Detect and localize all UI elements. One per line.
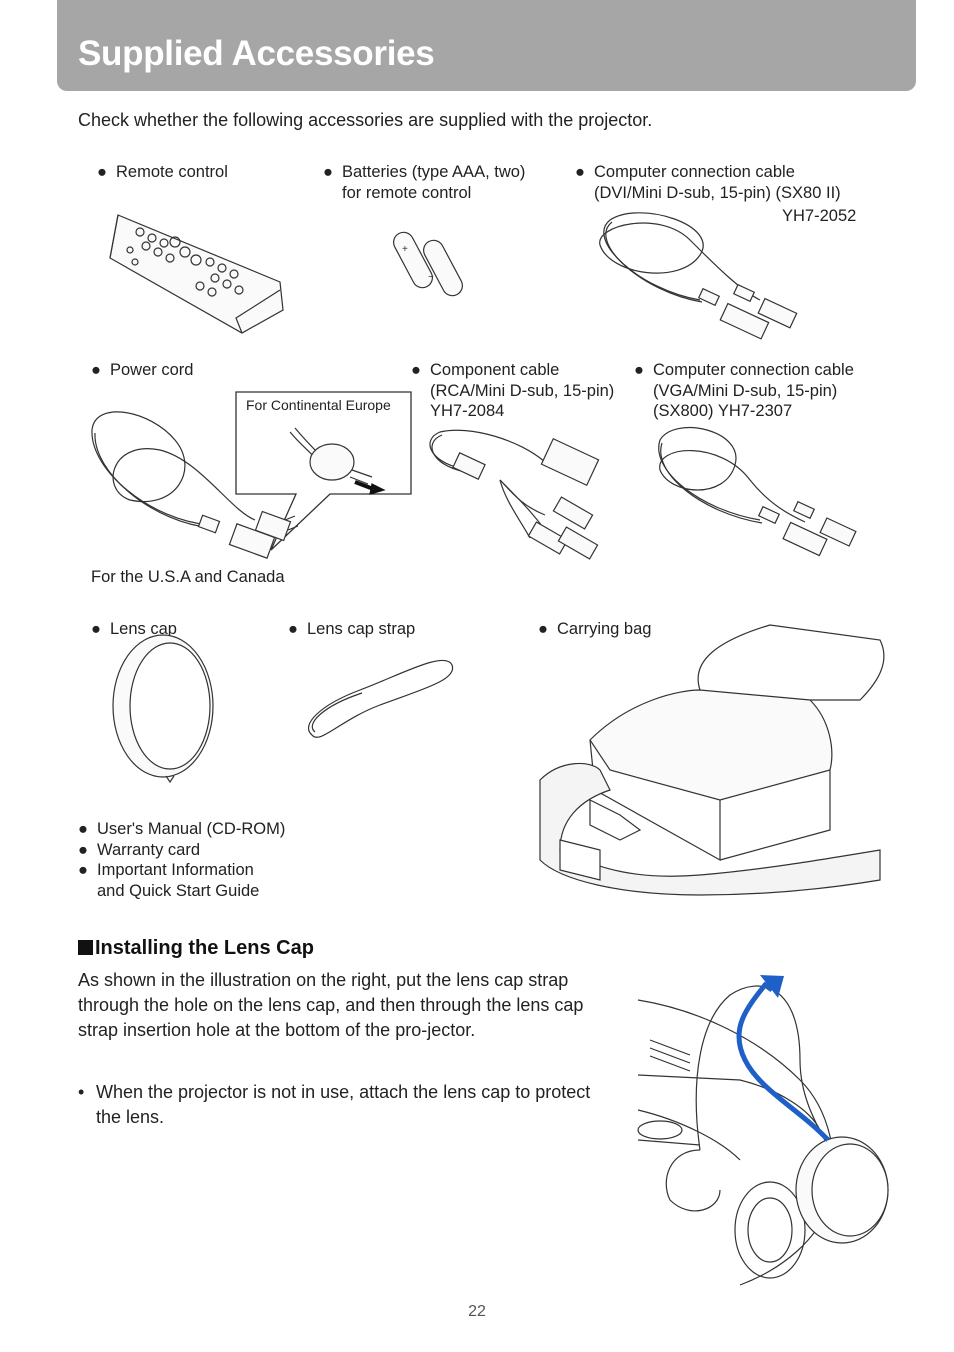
strap-direction-arrow bbox=[736, 981, 830, 1142]
doc-label: Important Information and Quick Start Gu… bbox=[97, 861, 260, 900]
doc-label: User's Manual (CD-ROM) bbox=[97, 820, 286, 838]
svg-text:−: − bbox=[428, 272, 434, 283]
bullet: ● bbox=[91, 361, 101, 379]
lens-cap-illustration bbox=[112, 634, 214, 784]
item-lens-cap: ● Lens cap bbox=[91, 619, 291, 640]
note-text: When the projector is not in use, attach… bbox=[96, 1082, 591, 1127]
section-title: Installing the Lens Cap bbox=[95, 937, 314, 959]
section-paragraph: As shown in the illustration on the righ… bbox=[78, 970, 584, 1040]
item-remote-label: Remote control bbox=[116, 163, 228, 181]
doc-label: Warranty card bbox=[97, 841, 200, 859]
bullet: ● bbox=[323, 163, 333, 181]
dvi-cable-illustration bbox=[599, 212, 798, 340]
remote-control-illustration bbox=[109, 214, 284, 334]
page-header: Supplied Accessories bbox=[57, 0, 916, 91]
item-dvi-cable: ● Computer connection cable (DVI/Mini D-… bbox=[575, 162, 895, 203]
item-vga-cable: ● Computer connection cable (VGA/Mini D-… bbox=[634, 360, 904, 422]
page-number: 22 bbox=[468, 1303, 486, 1320]
bullet: ● bbox=[411, 361, 421, 379]
batteries-illustration: + − bbox=[393, 231, 463, 297]
item-lens-cap-label: Lens cap bbox=[110, 620, 177, 638]
lens-cap-installation-illustration bbox=[637, 985, 889, 1286]
vga-cable-illustration bbox=[658, 426, 857, 557]
item-remote-control: ● Remote control bbox=[97, 162, 297, 183]
lens-cap-strap-illustration bbox=[307, 659, 454, 738]
item-power-cord: ● Power cord bbox=[91, 360, 291, 381]
item-warranty-card: ● Warranty card bbox=[78, 840, 338, 861]
item-important-information: ● Important Information and Quick Start … bbox=[78, 860, 338, 901]
power-cord-illustration bbox=[91, 411, 299, 559]
item-carrying-bag-label: Carrying bag bbox=[557, 620, 652, 638]
item-batteries: ● Batteries (type AAA, two) for remote c… bbox=[323, 162, 563, 203]
item-component-cable-label: Component cable (RCA/Mini D-sub, 15-pin)… bbox=[430, 361, 615, 420]
dvi-cable-part-number: YH7-2052 bbox=[782, 207, 857, 225]
bullet: ● bbox=[575, 163, 585, 181]
item-component-cable: ● Component cable (RCA/Mini D-sub, 15-pi… bbox=[411, 360, 641, 422]
continental-plug-illustration bbox=[289, 427, 386, 495]
item-lens-cap-strap-label: Lens cap strap bbox=[307, 620, 416, 638]
item-batteries-label: Batteries (type AAA, two) for remote con… bbox=[342, 163, 526, 202]
square-bullet-icon bbox=[78, 940, 93, 955]
bullet: ● bbox=[78, 820, 88, 838]
bullet: ● bbox=[91, 620, 101, 638]
bullet: ● bbox=[78, 841, 88, 859]
item-vga-cable-label: Computer connection cable (VGA/Mini D-su… bbox=[653, 361, 854, 420]
bullet: ● bbox=[97, 163, 107, 181]
item-carrying-bag: ● Carrying bag bbox=[538, 619, 738, 640]
component-cable-illustration bbox=[429, 429, 600, 560]
bullet: ● bbox=[78, 861, 88, 879]
item-dvi-cable-label: Computer connection cable (DVI/Mini D-su… bbox=[594, 163, 841, 202]
continental-label: For Continental Europe bbox=[246, 397, 391, 413]
page-title: Supplied Accessories bbox=[78, 34, 435, 73]
svg-text:+: + bbox=[402, 244, 408, 255]
carrying-bag-illustration bbox=[539, 624, 885, 896]
section-heading: Installing the Lens Cap bbox=[78, 937, 314, 960]
usa-canada-label: For the U.S.A and Canada bbox=[91, 568, 285, 586]
intro-text: Check whether the following accessories … bbox=[78, 110, 653, 130]
arrow-head bbox=[760, 975, 784, 998]
item-power-cord-label: Power cord bbox=[110, 361, 194, 379]
item-lens-cap-strap: ● Lens cap strap bbox=[288, 619, 488, 640]
note-bullet: • bbox=[78, 1082, 85, 1102]
bullet: ● bbox=[634, 361, 644, 379]
section-note: • When the projector is not in use, atta… bbox=[78, 1080, 598, 1130]
item-users-manual: ● User's Manual (CD-ROM) bbox=[78, 819, 338, 840]
bullet: ● bbox=[288, 620, 298, 638]
bullet: ● bbox=[538, 620, 548, 638]
